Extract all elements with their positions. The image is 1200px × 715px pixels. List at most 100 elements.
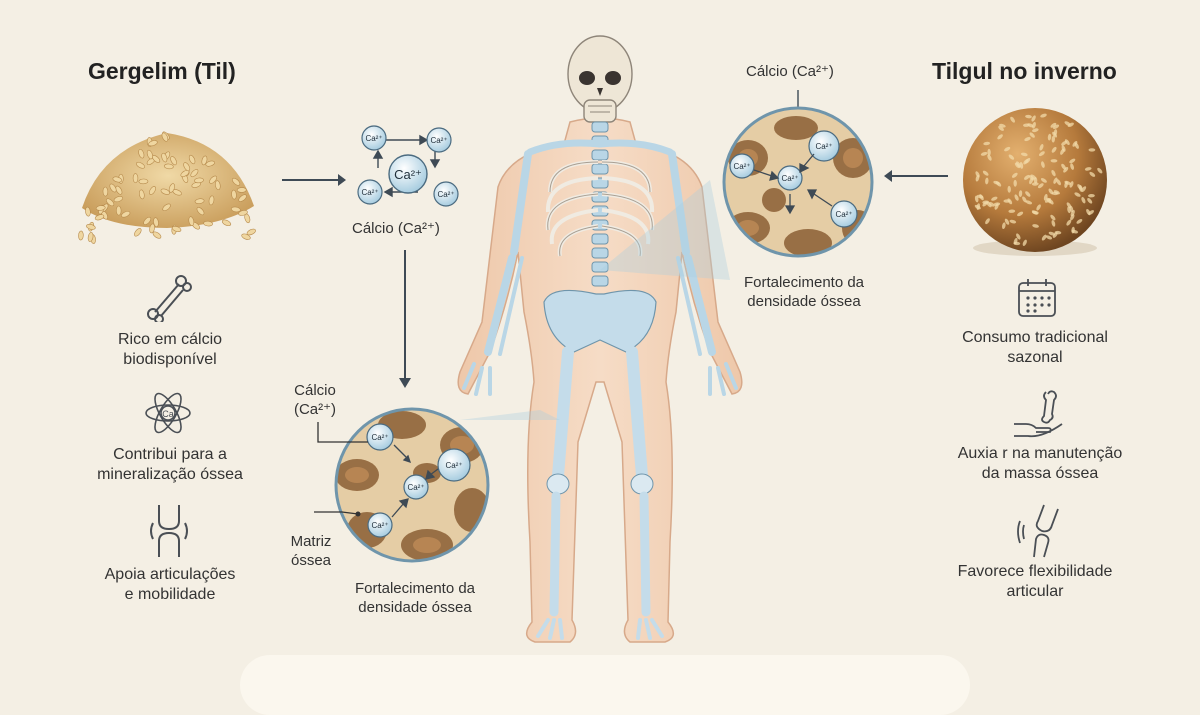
sesame-seed [1070, 214, 1075, 221]
sesame-seed [146, 149, 153, 160]
sesame-seed [153, 217, 159, 228]
sesame-seed [1051, 146, 1057, 153]
sesame-seed [979, 194, 984, 201]
left-magnifier-matrix-label: Matriz óssea [290, 533, 332, 569]
sesame-seed [161, 132, 169, 142]
left-title: Gergelim (Til) [88, 58, 236, 84]
sesame-seed [148, 140, 158, 147]
sesame-seed [1011, 172, 1018, 178]
knee-joint-icon [1017, 504, 1059, 558]
sesame-seed [1072, 140, 1078, 147]
sesame-seed [1007, 185, 1011, 193]
sesame-seed [1019, 162, 1024, 169]
sesame-seed [1070, 163, 1075, 170]
sesame-seed [1069, 181, 1074, 188]
sesame-seed [1061, 163, 1067, 170]
sesame-seed [1025, 191, 1031, 197]
sesame-seed [1008, 154, 1015, 160]
sesame-seed [1024, 137, 1031, 142]
sesame-seed [1032, 224, 1039, 228]
sesame-seed [121, 211, 131, 218]
sesame-seed [1004, 146, 1011, 152]
right-feature-2-text: Auxia r na manutenção da massa óssea [957, 445, 1123, 482]
calcium-ion-small [357, 179, 383, 205]
svg-text:Ca²⁺: Ca²⁺ [407, 483, 424, 492]
sesame-seed [95, 205, 106, 211]
sesame-seed [196, 207, 205, 216]
sesame-seed [1077, 184, 1083, 190]
sesame-seed [1008, 209, 1016, 213]
bone-icon [147, 275, 192, 322]
magnifier-beams [460, 180, 730, 420]
sesame-seed [86, 223, 96, 230]
sesame-seed [1030, 174, 1037, 180]
sesame-seed [1007, 198, 1013, 205]
sesame-seed [171, 225, 182, 233]
sesame-seed [1052, 124, 1060, 130]
sesame-seed [987, 148, 991, 156]
bottom-highlight [240, 655, 970, 715]
sesame-seed [974, 204, 981, 210]
right-feature-1-text: Consumo tradicional sazonal [962, 329, 1108, 366]
sesame-seed [112, 176, 123, 183]
sesame-seed [1028, 175, 1035, 181]
sesame-seed [138, 189, 145, 200]
sesame-seed [161, 152, 168, 163]
svg-text:Ca²⁺: Ca²⁺ [371, 433, 388, 442]
calendar-icon [1018, 279, 1056, 317]
sesame-seed [238, 210, 248, 216]
sesame-seed [241, 233, 251, 240]
human-skeleton-figure [457, 35, 743, 643]
sesame-seed [1051, 135, 1056, 143]
tilgul-ball-image [963, 108, 1107, 256]
sesame-seed [136, 161, 145, 169]
sesame-seed [1045, 235, 1053, 240]
sesame-seed [1056, 179, 1061, 186]
sesame-seed [1088, 210, 1095, 215]
sesame-seed [1064, 121, 1071, 126]
sesame-seed [138, 148, 145, 159]
sesame-seed [1010, 116, 1015, 123]
sesame-seed [208, 195, 215, 206]
sesame-seed [180, 170, 190, 177]
sesame-seed [190, 169, 199, 178]
sesame-seed [106, 198, 115, 207]
calcium-label: Cálcio (Ca²⁺) [352, 220, 440, 237]
sesame-seed [1040, 178, 1047, 183]
sesame-seed [1076, 219, 1083, 224]
svg-text:Ca²⁺: Ca²⁺ [815, 142, 832, 151]
sesame-seed [203, 220, 213, 227]
sesame-seed [988, 201, 995, 207]
sesame-seed [160, 188, 170, 195]
sesame-seed [230, 206, 241, 213]
sesame-seed [138, 178, 149, 185]
sesame-seed [132, 173, 139, 184]
sesame-seed [1063, 166, 1069, 173]
right-magnifier-caption: Fortalecimento da densidade óssea [743, 274, 865, 310]
sesame-seed [1002, 222, 1006, 230]
sesame-seed [1022, 239, 1027, 246]
sesame-seed [1016, 233, 1021, 240]
sesame-seed [1031, 182, 1039, 186]
sesame-seed [1066, 219, 1072, 226]
sesame-seed [1067, 122, 1074, 127]
svg-text:Ca²⁺: Ca²⁺ [365, 134, 382, 143]
sesame-seed [1060, 148, 1065, 155]
sesame-seed [236, 187, 247, 193]
sesame-seed [231, 189, 237, 200]
sesame-seed [1081, 186, 1087, 193]
left-bone-magnifier: Ca²⁺ Ca²⁺ Ca²⁺ Ca²⁺ [334, 407, 490, 563]
svg-text:Ca²⁺: Ca²⁺ [781, 174, 798, 183]
sesame-seed [1014, 194, 1019, 201]
sesame-seed [1040, 113, 1047, 118]
right-title: Tilgul no inverno [932, 58, 1117, 84]
sesame-seed [183, 162, 191, 172]
sesame-seed [1050, 214, 1056, 221]
sesame-seed [1029, 132, 1035, 138]
sesame-seed [1064, 139, 1070, 146]
svg-text:Ca²⁺: Ca²⁺ [371, 521, 388, 530]
left-feature-1-text: Rico em cálcio biodisponível [117, 331, 223, 368]
sesame-seed [194, 198, 205, 204]
sesame-seed [1064, 181, 1068, 188]
svg-text:Ca²⁺: Ca²⁺ [445, 461, 462, 470]
